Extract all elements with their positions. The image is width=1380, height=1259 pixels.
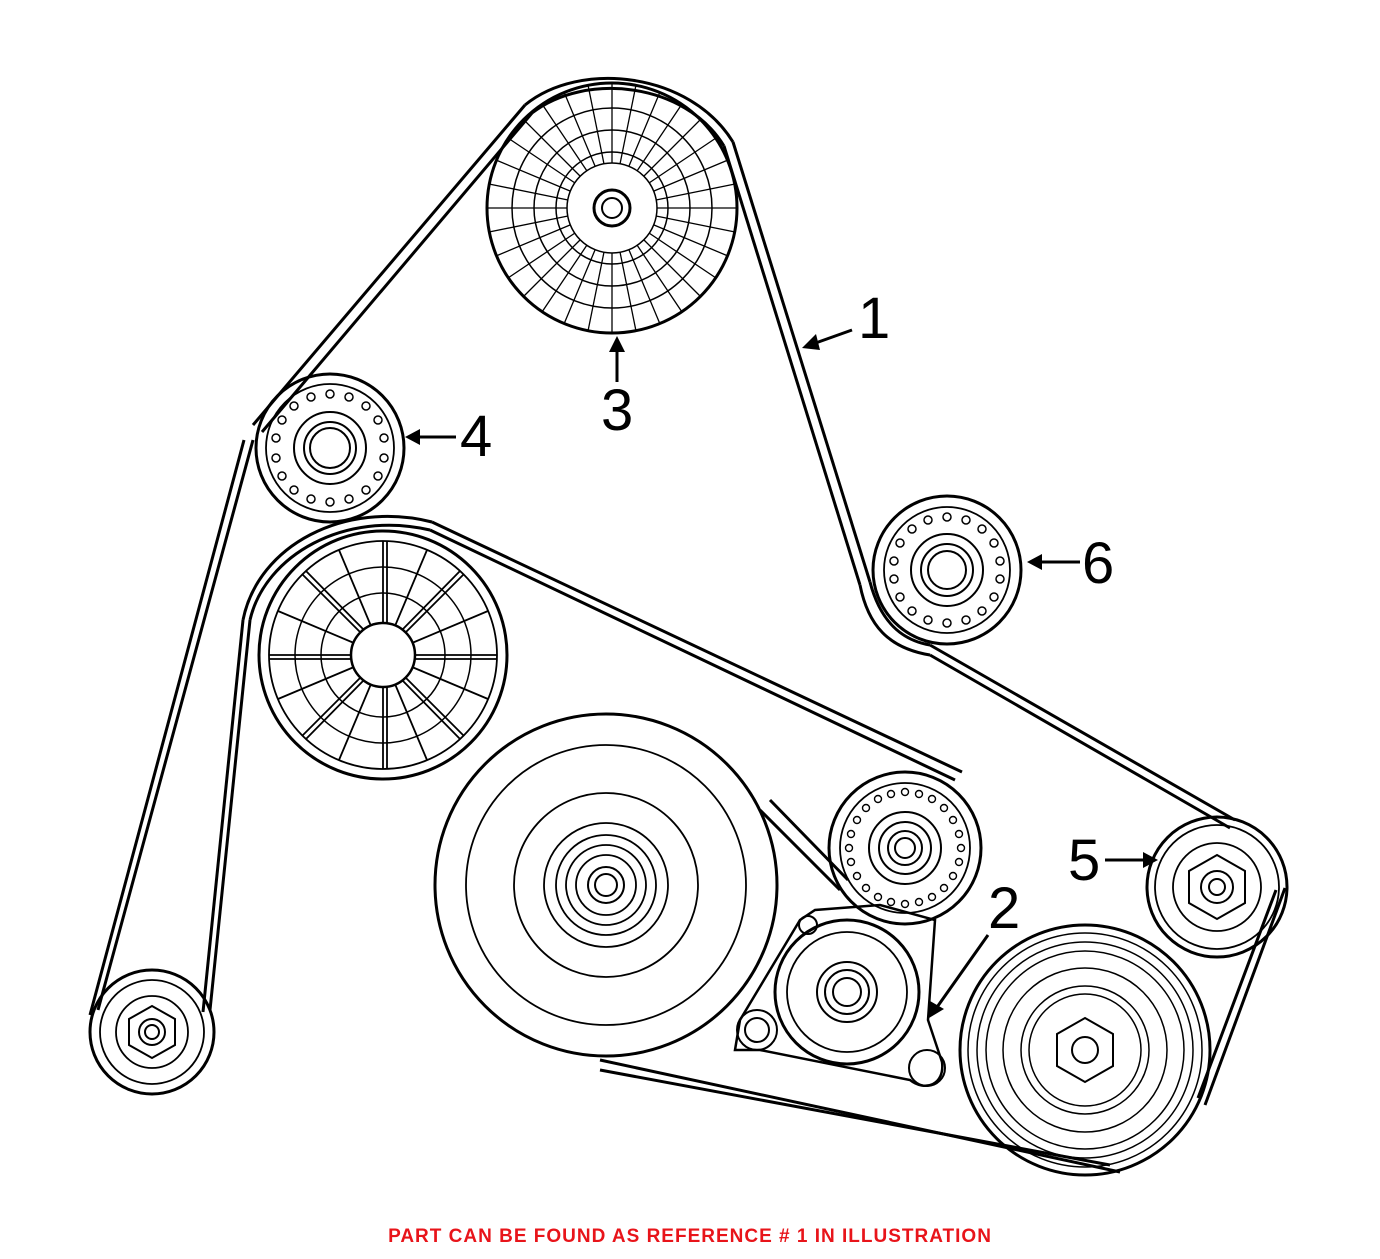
callout-4: 4 <box>460 404 492 469</box>
arrow-heads <box>405 334 1158 1018</box>
upper-idler-pulley <box>485 81 739 335</box>
belt-tensioner <box>733 903 946 1087</box>
arrow-2 <box>933 934 990 1011</box>
reference-note: PART CAN BE FOUND AS REFERENCE # 1 IN IL… <box>388 1226 992 1247</box>
callout-6: 6 <box>1082 531 1114 596</box>
callout-1: 1 <box>858 286 890 351</box>
water-pump-pulley <box>257 529 509 781</box>
callout-3: 3 <box>601 378 633 443</box>
left-idler-pulley <box>254 372 406 524</box>
smooth-idler-pulley <box>1145 815 1289 959</box>
power-steering-pulley <box>958 923 1212 1177</box>
callout-arrows <box>415 328 1148 1011</box>
right-idler-pulley <box>871 494 1023 646</box>
callout-2: 2 <box>988 876 1020 941</box>
tensioner-idler-pulley <box>827 770 983 926</box>
crank-damper-pulley <box>433 712 779 1058</box>
callout-5: 5 <box>1068 828 1100 893</box>
lower-left-idler-pulley <box>88 968 216 1096</box>
serpentine-belt <box>88 76 1287 1174</box>
